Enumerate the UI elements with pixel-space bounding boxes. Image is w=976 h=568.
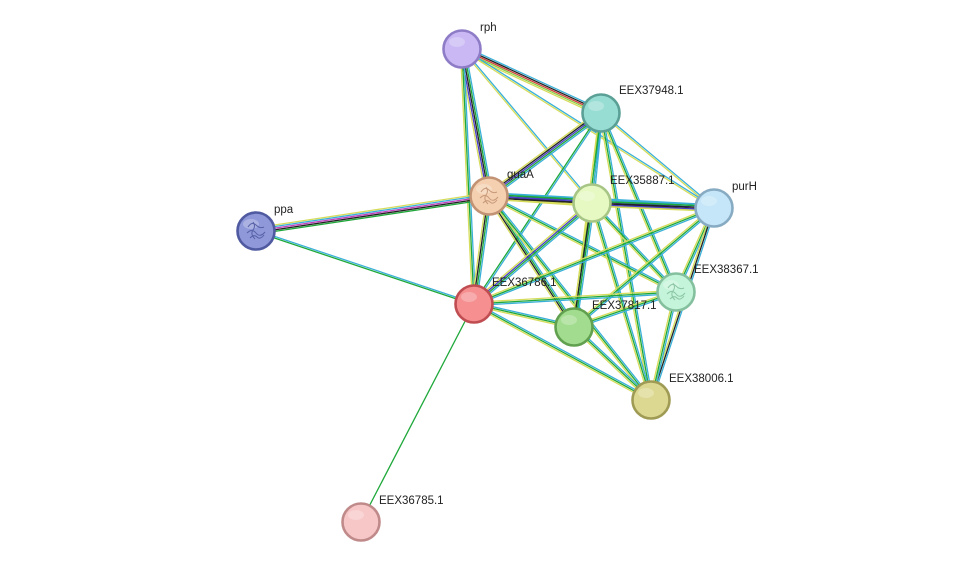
edge-channel-line [361, 304, 474, 522]
node-label: purH [732, 181, 757, 193]
node-highlight [461, 292, 477, 302]
node-circle[interactable] [556, 309, 593, 346]
edge-channel-line [256, 232, 474, 305]
node-circle[interactable] [583, 95, 620, 132]
node-circle[interactable] [456, 286, 493, 323]
node-highlight [348, 510, 364, 520]
node-circle[interactable] [574, 185, 611, 222]
node-circle[interactable] [444, 31, 481, 68]
node-label: EEX37948.1 [619, 85, 684, 97]
edge-ppa-EEX36786.1[interactable] [256, 230, 475, 305]
node-circle[interactable] [633, 382, 670, 419]
node-label: EEX38367.1 [694, 264, 759, 276]
node-label: EEX35887.1 [610, 175, 675, 187]
edge-rph-EEX37948.1[interactable] [461, 46, 603, 116]
node-highlight [701, 196, 717, 206]
edge-EEX36786.1-EEX36785.1[interactable] [361, 304, 474, 522]
edge-channel-line [462, 49, 601, 113]
node-label: EEX36786.1 [492, 277, 557, 289]
node-guaA[interactable]: guaA [471, 169, 535, 215]
node-label: EEX36785.1 [379, 495, 444, 507]
node-EEX38367.1[interactable]: EEX38367.1 [658, 264, 759, 311]
node-label: EEX38006.1 [669, 373, 734, 385]
node-label: EEX37817.1 [592, 300, 657, 312]
edge-channel-line [487, 110, 599, 193]
node-circle[interactable] [696, 190, 733, 227]
node-highlight [588, 101, 604, 111]
edge-EEX37948.1-purH[interactable] [600, 112, 714, 208]
node-EEX36785.1[interactable]: EEX36785.1 [343, 495, 444, 541]
node-label: rph [480, 22, 497, 34]
node-purH[interactable]: purH [696, 181, 757, 227]
edge-channel-line [463, 46, 602, 110]
edge-channel-line [488, 112, 600, 195]
node-circle[interactable] [343, 504, 380, 541]
edge-channel-line [489, 113, 601, 196]
edge-channel-line [256, 230, 474, 303]
node-EEX37948.1[interactable]: EEX37948.1 [583, 85, 684, 132]
node-label: ppa [274, 204, 294, 216]
edges-layer [256, 46, 716, 522]
node-label: guaA [507, 169, 534, 181]
node-highlight [638, 388, 654, 398]
node-highlight [561, 315, 577, 325]
node-highlight [449, 37, 465, 47]
node-circle[interactable] [658, 274, 695, 311]
node-highlight [579, 191, 595, 201]
node-circle[interactable] [471, 178, 508, 215]
edge-channel-line [463, 48, 602, 112]
node-EEX35887.1[interactable]: EEX35887.1 [574, 175, 675, 222]
node-circle[interactable] [238, 213, 275, 250]
